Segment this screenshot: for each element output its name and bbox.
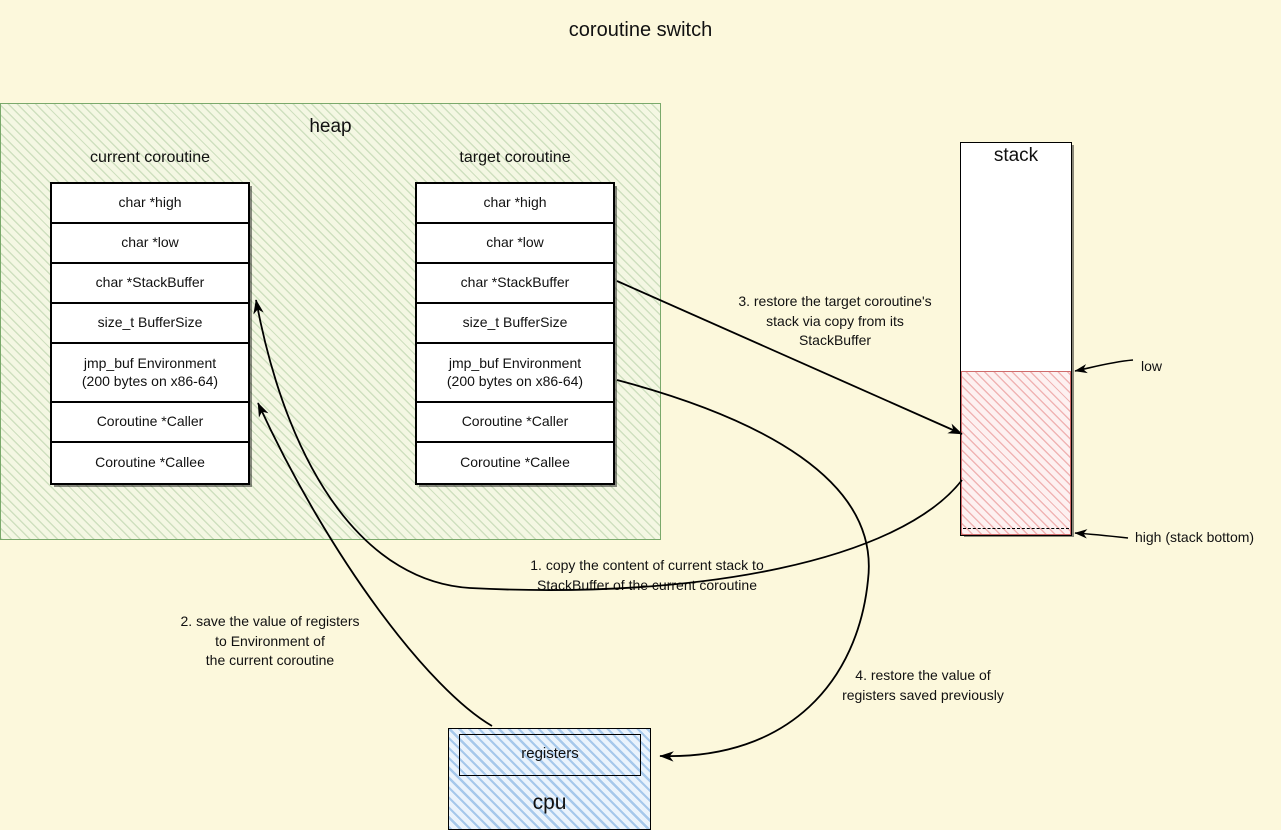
struct-field-low: char *low — [52, 224, 248, 264]
struct-field-callee: Coroutine *Callee — [417, 443, 613, 483]
high-marker-arrow — [1074, 529, 1129, 539]
struct-field-low: char *low — [417, 224, 613, 264]
cpu-label: cpu — [532, 791, 567, 814]
heap-label: heap — [309, 116, 352, 137]
struct-field-environment: jmp_buf Environment (200 bytes on x86-64… — [417, 344, 613, 403]
target-coroutine-title: target coroutine — [459, 149, 571, 166]
struct-field-stackbuffer: char *StackBuffer — [52, 264, 248, 304]
page-title: coroutine switch — [568, 19, 713, 41]
struct-field-caller: Coroutine *Caller — [52, 403, 248, 443]
stack-high-marker-label: high (stack bottom) — [1135, 529, 1255, 545]
struct-field-stackbuffer: char *StackBuffer — [417, 264, 613, 304]
low-marker-arrow — [1074, 359, 1134, 374]
struct-field-callee: Coroutine *Callee — [52, 443, 248, 483]
stack-low-marker-label: low — [1141, 358, 1163, 374]
struct-field-caller: Coroutine *Caller — [417, 403, 613, 443]
current-coroutine-title: current coroutine — [89, 149, 211, 166]
step-4-label: 4. restore the value of registers saved … — [842, 667, 1004, 703]
current-coroutine-struct: char *high char *low char *StackBuffer s… — [50, 182, 250, 485]
stack-label: stack — [993, 145, 1039, 166]
target-coroutine-struct: char *high char *low char *StackBuffer s… — [415, 182, 615, 485]
struct-field-buffersize: size_t BufferSize — [52, 304, 248, 344]
step-3-label: 3. restore the target coroutine's stack … — [738, 293, 932, 349]
step-1-label: 1. copy the content of current stack to … — [530, 557, 764, 593]
registers-label: registers — [521, 745, 579, 762]
struct-field-environment: jmp_buf Environment (200 bytes on x86-64… — [52, 344, 248, 403]
struct-field-high: char *high — [52, 184, 248, 224]
stack-used-region — [961, 371, 1071, 535]
struct-field-buffersize: size_t BufferSize — [417, 304, 613, 344]
stack-bottom-divider — [963, 528, 1069, 529]
step-2-label: 2. save the value of registers to Enviro… — [180, 613, 360, 669]
struct-field-high: char *high — [417, 184, 613, 224]
